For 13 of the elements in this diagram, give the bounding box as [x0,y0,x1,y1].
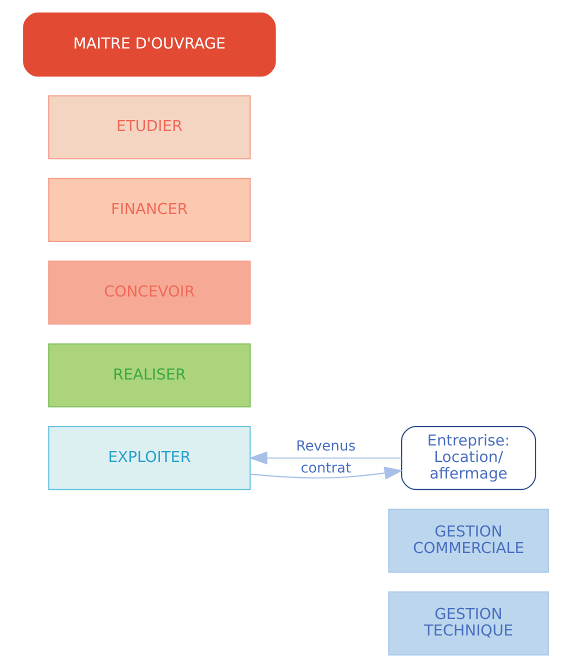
node-box: CONCEVOIR [48,260,250,325]
node-box: REALISER [48,343,250,408]
node-box: MAITRE D'OUVRAGE [22,12,276,77]
node-box: FINANCER [48,178,250,242]
node-box: GESTION TECHNIQUE [388,591,548,656]
node-box: GESTION COMMERCIALE [388,508,548,573]
arrow [248,452,401,465]
edge-label: contrat [300,460,351,477]
arrow [250,466,403,480]
node-box: ETUDIER [48,95,250,160]
edge-label: Revenus [296,438,356,455]
node-box: Entreprise: Location/ affermage [400,426,536,490]
node-box: EXPLOITER [48,426,250,490]
